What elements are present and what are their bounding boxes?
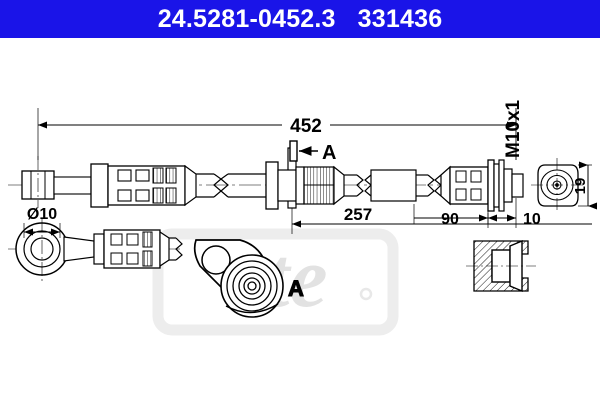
dimension-end-fitting-length: 10 [487,198,541,228]
dimension-end-view-width: 19 [572,161,597,210]
dimension-diameter10-label: Ø10 [27,206,57,223]
dimension-452-label: 452 [290,116,322,137]
dimension-length-to-bracket: 257 [291,205,592,234]
header-banner: 24.5281-0452.3 331436 [0,0,600,38]
section-a-main-label: A [322,142,336,164]
main-assembly-view [8,147,584,213]
dimension-10-label: 10 [523,211,541,228]
right-crimp-ferrule [440,165,489,206]
dimension-thread-spec: M10x1 [503,99,524,160]
dimension-m10x1-label: M10x1 [503,99,524,158]
left-crimp-ferrule [90,163,197,208]
hose-segment-mid [344,169,442,202]
dimension-257-label: 257 [344,205,372,224]
right-end-view [531,158,584,213]
dimension-19-label: 19 [572,178,589,195]
hose-segment-left [196,173,266,198]
left-banjo-eye [21,156,55,208]
seat-cross-section-view [466,239,536,293]
part-number-label: 24.5281-0452.3 [157,4,336,33]
right-end-fitting [487,159,524,212]
left-neck [53,176,92,195]
banjo-eye-detail-view [8,218,183,281]
intermediate-bracket [265,147,345,210]
dimension-overall-length: 452 [37,108,517,160]
section-a-detail-label: A [288,276,304,301]
dimension-90-label: 90 [441,211,459,228]
section-a-boss [220,254,284,318]
reference-number-label: 331436 [357,4,443,33]
section-a-marker-main: A [289,140,336,164]
drawing-canvas: ate [0,38,600,400]
dimension-banjo-eye-diameter: Ø10 [23,206,61,238]
section-a-detail-view: A [193,239,305,318]
